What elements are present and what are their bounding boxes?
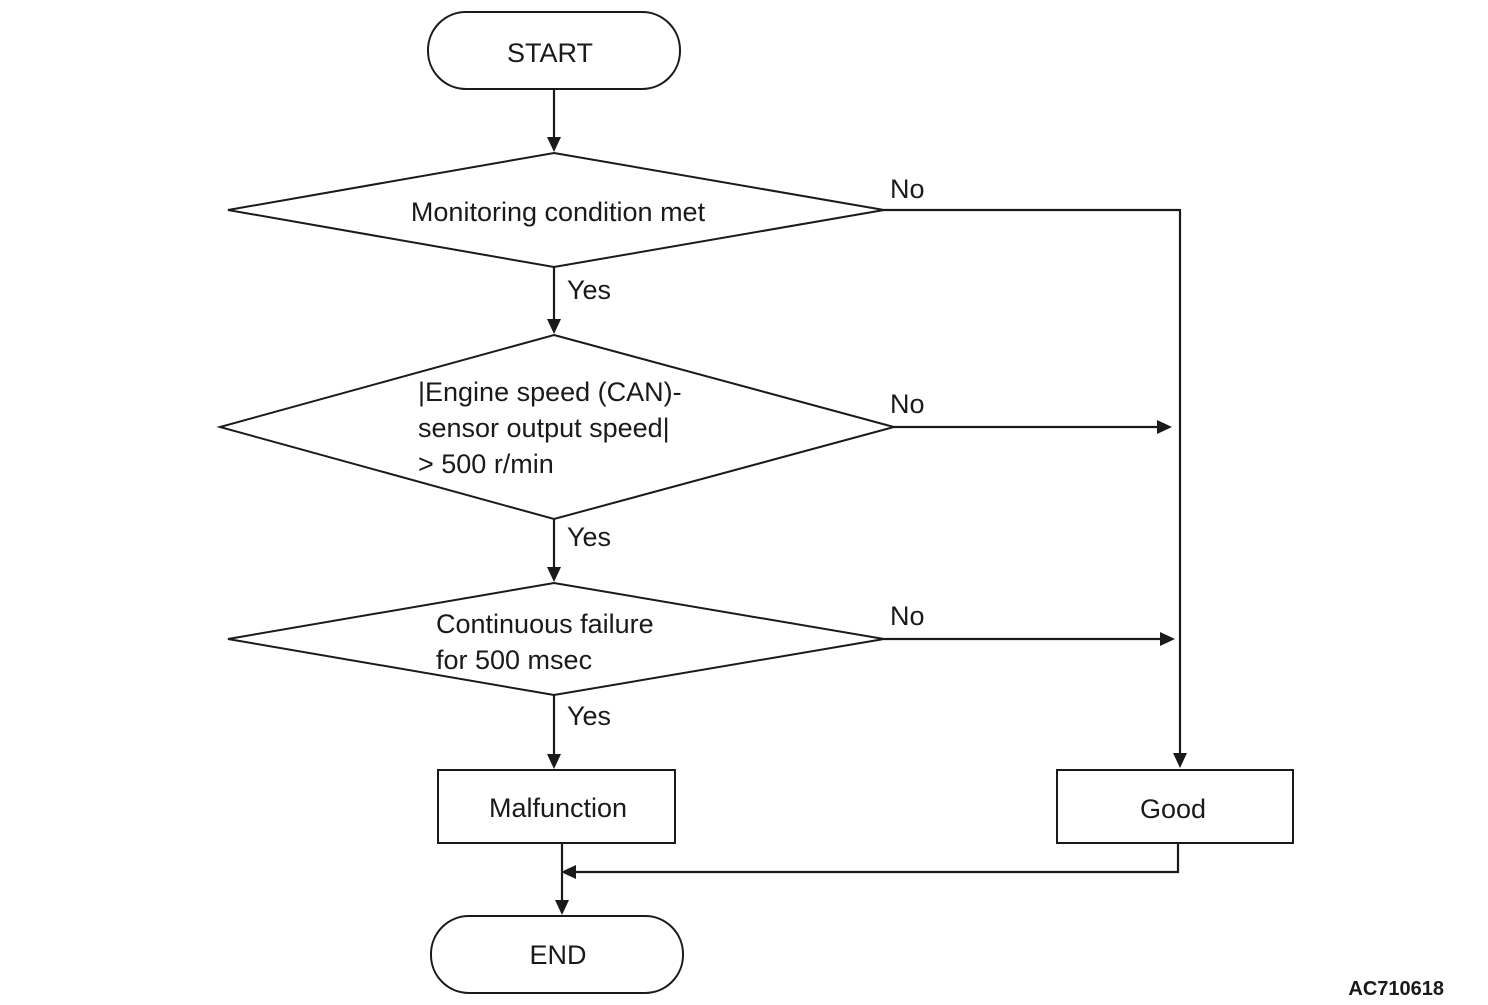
arrow-into-malfunction xyxy=(547,754,561,769)
decision1-no-label: No xyxy=(890,174,925,204)
malfunction-label: Malfunction xyxy=(489,793,627,823)
arrow-good-merge xyxy=(561,865,576,879)
decision2-yes-label: Yes xyxy=(567,522,611,552)
decision1-yes-label: Yes xyxy=(567,275,611,305)
decision3-no-label: No xyxy=(890,601,925,631)
arrow-into-end xyxy=(555,900,569,915)
start-label: START xyxy=(507,38,593,68)
good-label: Good xyxy=(1140,794,1206,824)
decision2-label-line2: sensor output speed| xyxy=(418,413,670,443)
arrow-into-decision3 xyxy=(547,567,561,582)
end-terminator xyxy=(430,915,684,994)
decision3-label-line2: for 500 msec xyxy=(436,645,592,675)
decision2-label-line3: > 500 r/min xyxy=(418,449,554,479)
malfunction-box xyxy=(437,769,676,844)
arrow-into-good xyxy=(1173,753,1187,768)
arrow-decision2-no xyxy=(1157,420,1172,434)
arrow-decision3-no xyxy=(1160,632,1175,646)
arrow-into-decision2 xyxy=(547,319,561,334)
decision3-yes-label: Yes xyxy=(567,701,611,731)
good-box xyxy=(1056,769,1294,844)
decision2-label-line1: |Engine speed (CAN)- xyxy=(418,377,682,407)
decision3-label-line1: Continuous failure xyxy=(436,609,654,639)
arrow-start-to-decision1 xyxy=(547,137,561,152)
decision2-no-label: No xyxy=(890,389,925,419)
end-label: END xyxy=(529,940,586,970)
figure-code: AC710618 xyxy=(1348,978,1444,1000)
decision1-label: Monitoring condition met xyxy=(411,197,706,227)
decision-continuous-failure xyxy=(227,581,885,697)
